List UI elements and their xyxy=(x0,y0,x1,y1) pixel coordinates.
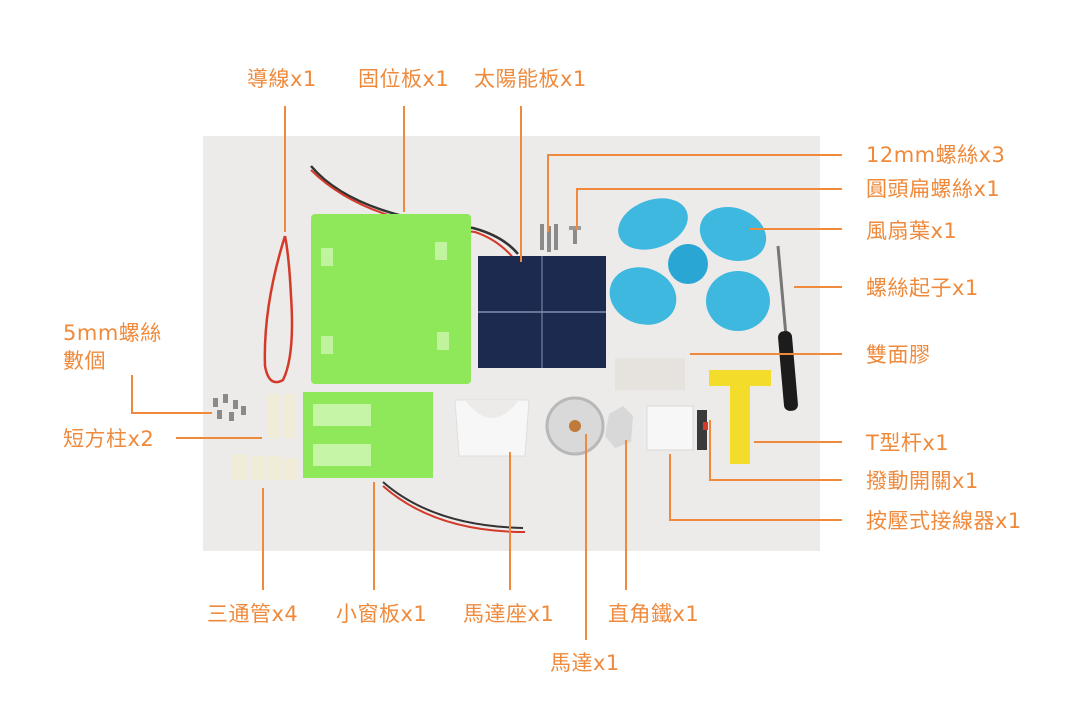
three-way-tube-illustration xyxy=(231,454,297,480)
fan-blade-illustration xyxy=(609,198,770,331)
short-pillar-illustration xyxy=(267,394,280,438)
screw-5mm-illustration xyxy=(213,394,246,421)
label-press-connector: 按壓式接線器x1 xyxy=(866,509,1022,533)
toggle-switch-illustration xyxy=(697,410,707,450)
parts-illustration xyxy=(213,165,798,533)
label-toggle-switch: 撥動開關x1 xyxy=(866,469,979,493)
label-fixed-board: 固位板x1 xyxy=(358,67,450,91)
wire-illustration xyxy=(263,235,294,384)
label-right-angle-iron: 直角鐵x1 xyxy=(608,602,700,626)
label-screwdriver: 螺絲起子x1 xyxy=(866,276,979,300)
right-angle-iron-illustration xyxy=(605,406,633,448)
label-screw-5mm-line1: 5mm螺絲 xyxy=(63,321,162,345)
screw-12mm-illustration xyxy=(540,224,558,252)
label-round-screw: 圓頭扁螺絲x1 xyxy=(866,177,1001,201)
t-bar-illustration xyxy=(709,370,771,464)
label-fan-blade: 風扇葉x1 xyxy=(866,219,958,243)
label-short-pillar: 短方柱x2 xyxy=(63,427,155,451)
press-connector-illustration xyxy=(646,405,694,451)
label-motor: 馬達x1 xyxy=(550,651,620,675)
label-solar-panel: 太陽能板x1 xyxy=(474,67,587,91)
label-screw-5mm-line2: 數個 xyxy=(63,349,106,373)
label-t-bar: T型杆x1 xyxy=(866,431,950,455)
label-motor-mount: 馬達座x1 xyxy=(463,602,555,626)
label-three-way-tube: 三通管x4 xyxy=(207,602,299,626)
fixed-board-illustration xyxy=(311,214,471,384)
label-wire: 導線x1 xyxy=(247,67,317,91)
round-screw-illustration xyxy=(573,228,577,244)
label-double-tape: 雙面膠 xyxy=(866,343,931,367)
label-screw-12mm: 12mm螺絲x3 xyxy=(866,143,1006,167)
label-small-window-board: 小窗板x1 xyxy=(336,602,428,626)
double-tape-illustration xyxy=(615,358,685,390)
screwdriver-illustration xyxy=(776,245,788,337)
